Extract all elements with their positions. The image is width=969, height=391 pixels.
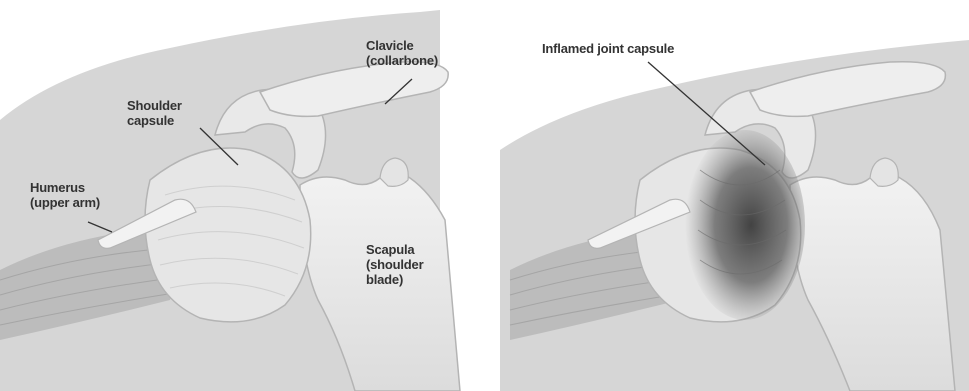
- clavicle-label-line-1: Clavicle: [366, 38, 438, 53]
- clavicle-label: Clavicle (collarbone): [366, 38, 438, 68]
- humerus-label-line-2: (upper arm): [30, 195, 100, 210]
- scapula-label-line-3: blade): [366, 272, 423, 287]
- scapula-label-line-2: (shoulder: [366, 257, 423, 272]
- shoulder-capsule-label: Shoulder capsule: [127, 98, 182, 128]
- shoulder-capsule-label-line-1: Shoulder: [127, 98, 182, 113]
- humerus-label-line-1: Humerus: [30, 180, 100, 195]
- scapula-label: Scapula (shoulder blade): [366, 242, 423, 287]
- clavicle-label-line-2: (collarbone): [366, 53, 438, 68]
- inflamed-capsule-region: [685, 130, 805, 320]
- inflamed-joint-capsule-label: Inflamed joint capsule: [542, 41, 674, 56]
- humerus-label: Humerus (upper arm): [30, 180, 100, 210]
- shoulder-capsule-label-line-2: capsule: [127, 113, 182, 128]
- inflamed-shoulder-panel: [500, 40, 969, 391]
- shoulder-capsule-left: [145, 148, 311, 322]
- scapula-label-line-1: Scapula: [366, 242, 423, 257]
